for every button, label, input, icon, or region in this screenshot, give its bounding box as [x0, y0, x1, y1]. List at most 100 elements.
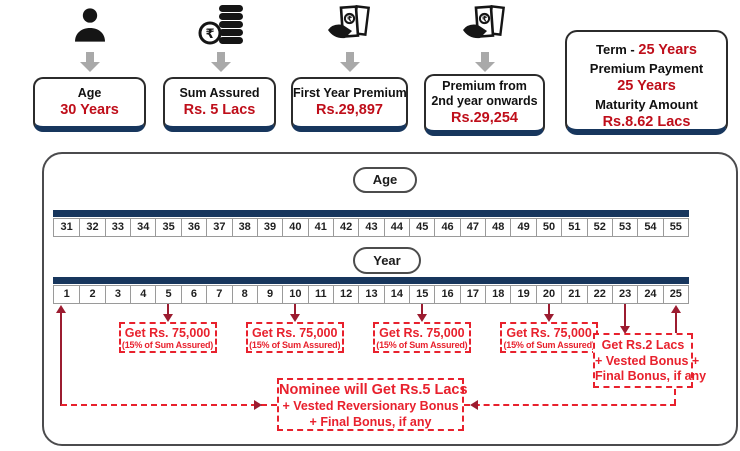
- nominee-dash-left: [61, 404, 277, 406]
- year-cell: 4: [130, 286, 155, 303]
- payout-arrow-line: [293, 304, 296, 315]
- year-cell: 7: [206, 286, 231, 303]
- maturity-line-3: Final Bonus, if any: [595, 369, 707, 383]
- year-cell: 1: [63, 288, 70, 300]
- payout-line-2: (15% of Sum Assured): [376, 340, 468, 350]
- top-box-value: Rs.29,254: [451, 109, 518, 126]
- age-cell: 53: [611, 219, 637, 236]
- maturity-benefit-box: Get Rs.2 Lacs + Vested Bonus + Final Bon…: [593, 333, 707, 388]
- year-pill-label: Year: [353, 247, 421, 274]
- payout-line-1: Get Rs. 75,000: [506, 326, 592, 340]
- age-cell: 42: [332, 219, 358, 236]
- age-cell: 34: [130, 219, 155, 236]
- year-cell: 6: [180, 286, 206, 303]
- gray-down-arrow-icon: [210, 52, 232, 78]
- year-cell: 14: [383, 286, 409, 303]
- gray-down-arrow-icon: [79, 52, 101, 78]
- age-cell: 48: [485, 219, 510, 236]
- top-box-value: Rs.29,897: [316, 101, 383, 118]
- age-cell: 32: [79, 219, 104, 236]
- svg-text:₹: ₹: [482, 15, 488, 24]
- person-icon: [67, 4, 113, 46]
- year-cell: 23: [611, 286, 637, 303]
- age-cell: 35: [155, 219, 180, 236]
- payout-line-2: (15% of Sum Assured): [503, 340, 595, 350]
- age-cell: 38: [231, 219, 257, 236]
- year-cell: 13: [358, 286, 383, 303]
- payout-box: Get Rs. 75,000(15% of Sum Assured): [245, 322, 344, 353]
- payout-arrowhead-icon: [162, 314, 173, 322]
- year-bar: [53, 277, 689, 284]
- age-cell: 51: [561, 219, 586, 236]
- year25-arrowhead-icon: [671, 305, 681, 313]
- payout-box: Get Rs. 75,000(15% of Sum Assured): [500, 322, 599, 353]
- top-box-label: Premium from: [442, 78, 527, 93]
- age-cell: 40: [282, 219, 307, 236]
- year-cell: 16: [434, 286, 459, 303]
- payout-arrow-line: [166, 304, 169, 315]
- coins-icon: ₹: [198, 4, 244, 46]
- age-cell: 47: [459, 219, 485, 236]
- top-box-label: 2nd year onwards: [431, 93, 538, 108]
- year-cell: 2: [79, 286, 104, 303]
- age-cell: 49: [510, 219, 535, 236]
- year-cell: 22: [586, 286, 612, 303]
- year-cell: 3: [104, 286, 130, 303]
- age-cell: 36: [180, 219, 206, 236]
- year-cell: 18: [485, 286, 510, 303]
- svg-text:₹: ₹: [205, 27, 214, 42]
- payout-line-1: Get Rs. 75,000: [251, 326, 338, 340]
- payout-line-2: (15% of Sum Assured): [249, 340, 341, 350]
- summary-label: Premium Payment: [589, 61, 704, 76]
- year-cell: 15: [409, 286, 434, 303]
- svg-text:₹: ₹: [347, 15, 353, 24]
- year23-arrowhead-icon: [620, 326, 630, 334]
- summary-label: Maturity Amount: [595, 97, 698, 112]
- year-cell: 9: [256, 286, 282, 303]
- age-cell: 46: [434, 219, 459, 236]
- age-cell: 43: [358, 219, 383, 236]
- nominee-line-2: + Vested Reversionary Bonus: [282, 399, 459, 413]
- summary-value: Rs.8.62 Lacs: [602, 114, 691, 130]
- age-cell: 52: [586, 219, 612, 236]
- year-cell: 10: [282, 286, 307, 303]
- nominee-line-3: + Final Bonus, if any: [309, 414, 432, 429]
- year25-arrow-line: [675, 312, 677, 333]
- year-cell: 5: [155, 286, 180, 303]
- age-cell: 39: [256, 219, 282, 236]
- year-cell: 11: [307, 286, 333, 303]
- year-cell: 19: [510, 286, 535, 303]
- maturity-to-nominee-dash: [674, 389, 676, 405]
- top-box-label: Sum Assured: [179, 85, 260, 100]
- age-cell: 55: [662, 219, 688, 236]
- year1-arrow-line: [60, 312, 62, 406]
- year-cell: 20: [535, 286, 561, 303]
- summary-label: Term -: [596, 42, 639, 57]
- payout-line-1: Get Rs. 75,000: [124, 326, 211, 340]
- nominee-line-1: Nominee will Get Rs.5 Lacs: [279, 382, 468, 398]
- cash-hand-icon: ₹: [462, 4, 508, 46]
- top-box-value: 30 Years: [60, 101, 119, 118]
- maturity-line-1: Get Rs.2 Lacs: [601, 338, 685, 352]
- year-cell: 24: [637, 286, 662, 303]
- cash-hand-icon: ₹: [327, 4, 373, 46]
- summary-row: Term - 25 Years: [567, 41, 726, 60]
- top-box-value: Rs. 5 Lacs: [183, 101, 256, 118]
- payout-line-1: Get Rs. 75,000: [379, 326, 465, 340]
- nominee-benefit-box: Nominee will Get Rs.5 Lacs + Vested Reve…: [277, 378, 468, 431]
- year-cell: 12: [332, 286, 358, 303]
- age-cell: 44: [383, 219, 409, 236]
- year-cell: 8: [231, 286, 257, 303]
- age-cell: 54: [637, 219, 662, 236]
- payout-arrowhead-icon: [416, 314, 427, 322]
- year-cell: 25: [662, 286, 688, 303]
- gray-down-arrow-icon: [339, 52, 361, 78]
- summary-value: 25 Years: [617, 78, 676, 94]
- payout-box: Get Rs. 75,000(15% of Sum Assured): [372, 322, 471, 353]
- payout-arrowhead-icon: [289, 314, 300, 322]
